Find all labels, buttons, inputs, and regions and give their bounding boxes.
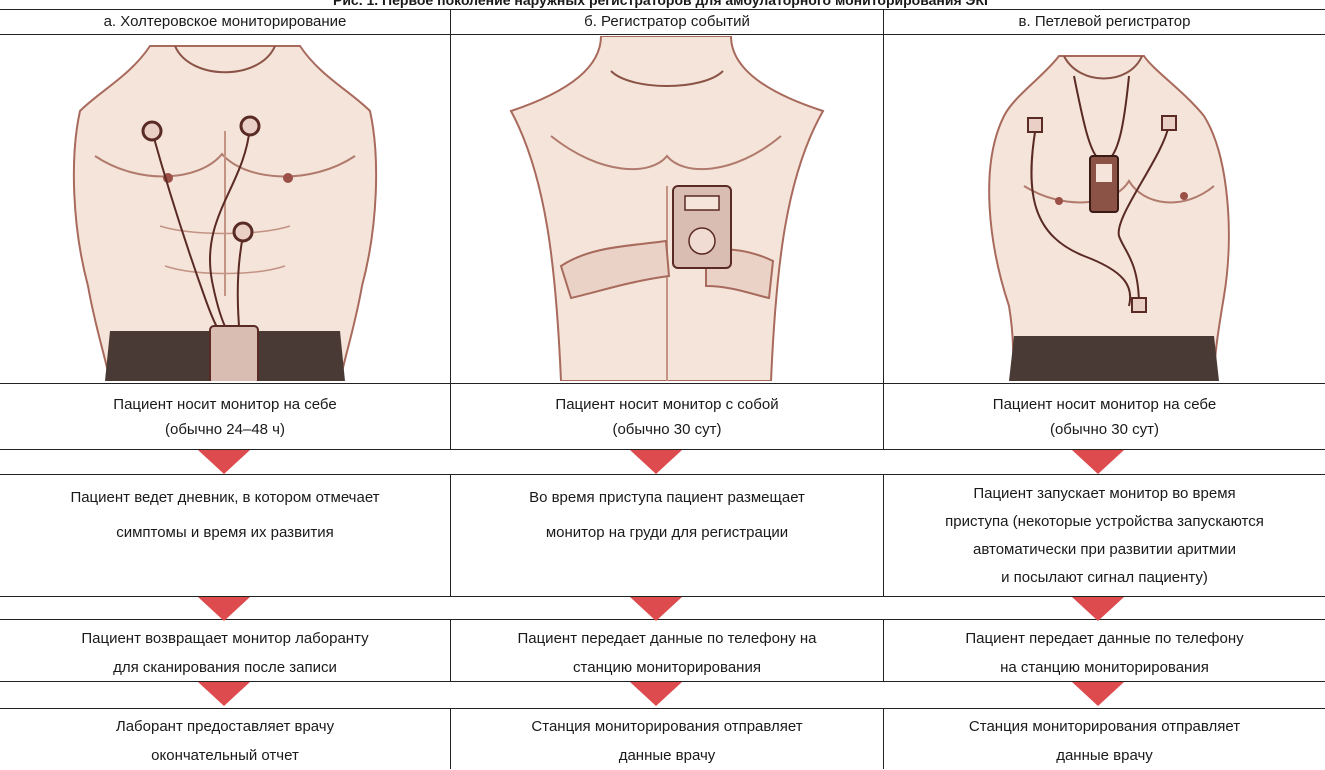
- rule-under-headers: [0, 34, 1325, 35]
- header-loop-recorder: в. Петлевой регистратор: [884, 9, 1325, 34]
- text-line: Пациент передает данные по телефону на: [451, 624, 883, 653]
- text-line: станцию мониторирования: [451, 653, 883, 682]
- text-line: монитор на груди для регистрации: [451, 515, 883, 550]
- holter-step-2: Пациент ведет дневник, в котором отмечае…: [0, 480, 450, 550]
- text-line: Пациент носит монитор с собой: [451, 392, 883, 417]
- text-line: и посылают сигнал пациенту): [884, 564, 1325, 592]
- text-line: Пациент ведет дневник, в котором отмечае…: [0, 480, 450, 515]
- down-triangle-arrow-icon: [630, 682, 682, 706]
- rule-above-step2: [0, 474, 1325, 475]
- chest-holter-electrodes-illustration: [0, 36, 450, 381]
- text-line: Станция мониторирования отправляет: [884, 712, 1325, 741]
- rule-above-step4: [0, 708, 1325, 709]
- event-step-3: Пациент передает данные по телефону на с…: [451, 624, 883, 682]
- text-line: (обычно 30 сут): [451, 417, 883, 442]
- header-event-recorder: б. Регистратор событий: [451, 9, 883, 34]
- down-triangle-arrow-icon: [198, 597, 250, 621]
- text-line: приступа (некоторые устройства запускают…: [884, 508, 1325, 536]
- down-triangle-arrow-icon: [198, 682, 250, 706]
- loop-step-3: Пациент передает данные по телефону на с…: [884, 624, 1325, 682]
- text-line: Пациент носит монитор на себе: [884, 392, 1325, 417]
- text-line: Пациент запускает монитор во время: [884, 480, 1325, 508]
- holter-step-3: Пациент возвращает монитор лаборанту для…: [0, 624, 450, 682]
- text-line: симптомы и время их развития: [0, 515, 450, 550]
- text-line: Станция мониторирования отправляет: [451, 712, 883, 741]
- text-line: Пациент носит монитор на себе: [0, 392, 450, 417]
- loop-step-1: Пациент носит монитор на себе (обычно 30…: [884, 392, 1325, 442]
- text-line: Лаборант предоставляет врачу: [0, 712, 450, 741]
- loop-step-2: Пациент запускает монитор во время прист…: [884, 480, 1325, 592]
- text-line: данные врачу: [884, 741, 1325, 770]
- event-step-1: Пациент носит монитор с собой (обычно 30…: [451, 392, 883, 442]
- figure-title: Рис. 1. Первое поколение наружных регист…: [0, 0, 1325, 9]
- text-line: окончательный отчет: [0, 741, 450, 770]
- chest-loop-recorder-illustration: [884, 36, 1325, 381]
- text-line: (обычно 30 сут): [884, 417, 1325, 442]
- down-triangle-arrow-icon: [1072, 597, 1124, 621]
- text-line: (обычно 24–48 ч): [0, 417, 450, 442]
- header-holter: а. Холтеровское мониторирование: [0, 9, 450, 34]
- down-triangle-arrow-icon: [1072, 450, 1124, 474]
- text-line: данные врачу: [451, 741, 883, 770]
- down-triangle-arrow-icon: [1072, 682, 1124, 706]
- down-triangle-arrow-icon: [198, 450, 250, 474]
- text-line: Во время приступа пациент размещает: [451, 480, 883, 515]
- holter-step-4: Лаборант предоставляет врачу окончательн…: [0, 712, 450, 770]
- text-line: Пациент возвращает монитор лаборанту: [0, 624, 450, 653]
- text-line: на станцию мониторирования: [884, 653, 1325, 682]
- chest-event-recorder-illustration: [451, 36, 883, 381]
- event-step-2: Во время приступа пациент размещает мони…: [451, 480, 883, 550]
- down-triangle-arrow-icon: [630, 450, 682, 474]
- loop-step-4: Станция мониторирования отправляет данны…: [884, 712, 1325, 770]
- holter-step-1: Пациент носит монитор на себе (обычно 24…: [0, 392, 450, 442]
- text-line: Пациент передает данные по телефону: [884, 624, 1325, 653]
- text-line: автоматически при развитии аритмии: [884, 536, 1325, 564]
- rule-under-images: [0, 383, 1325, 384]
- down-triangle-arrow-icon: [630, 597, 682, 621]
- event-step-4: Станция мониторирования отправляет данны…: [451, 712, 883, 770]
- text-line: для сканирования после записи: [0, 653, 450, 682]
